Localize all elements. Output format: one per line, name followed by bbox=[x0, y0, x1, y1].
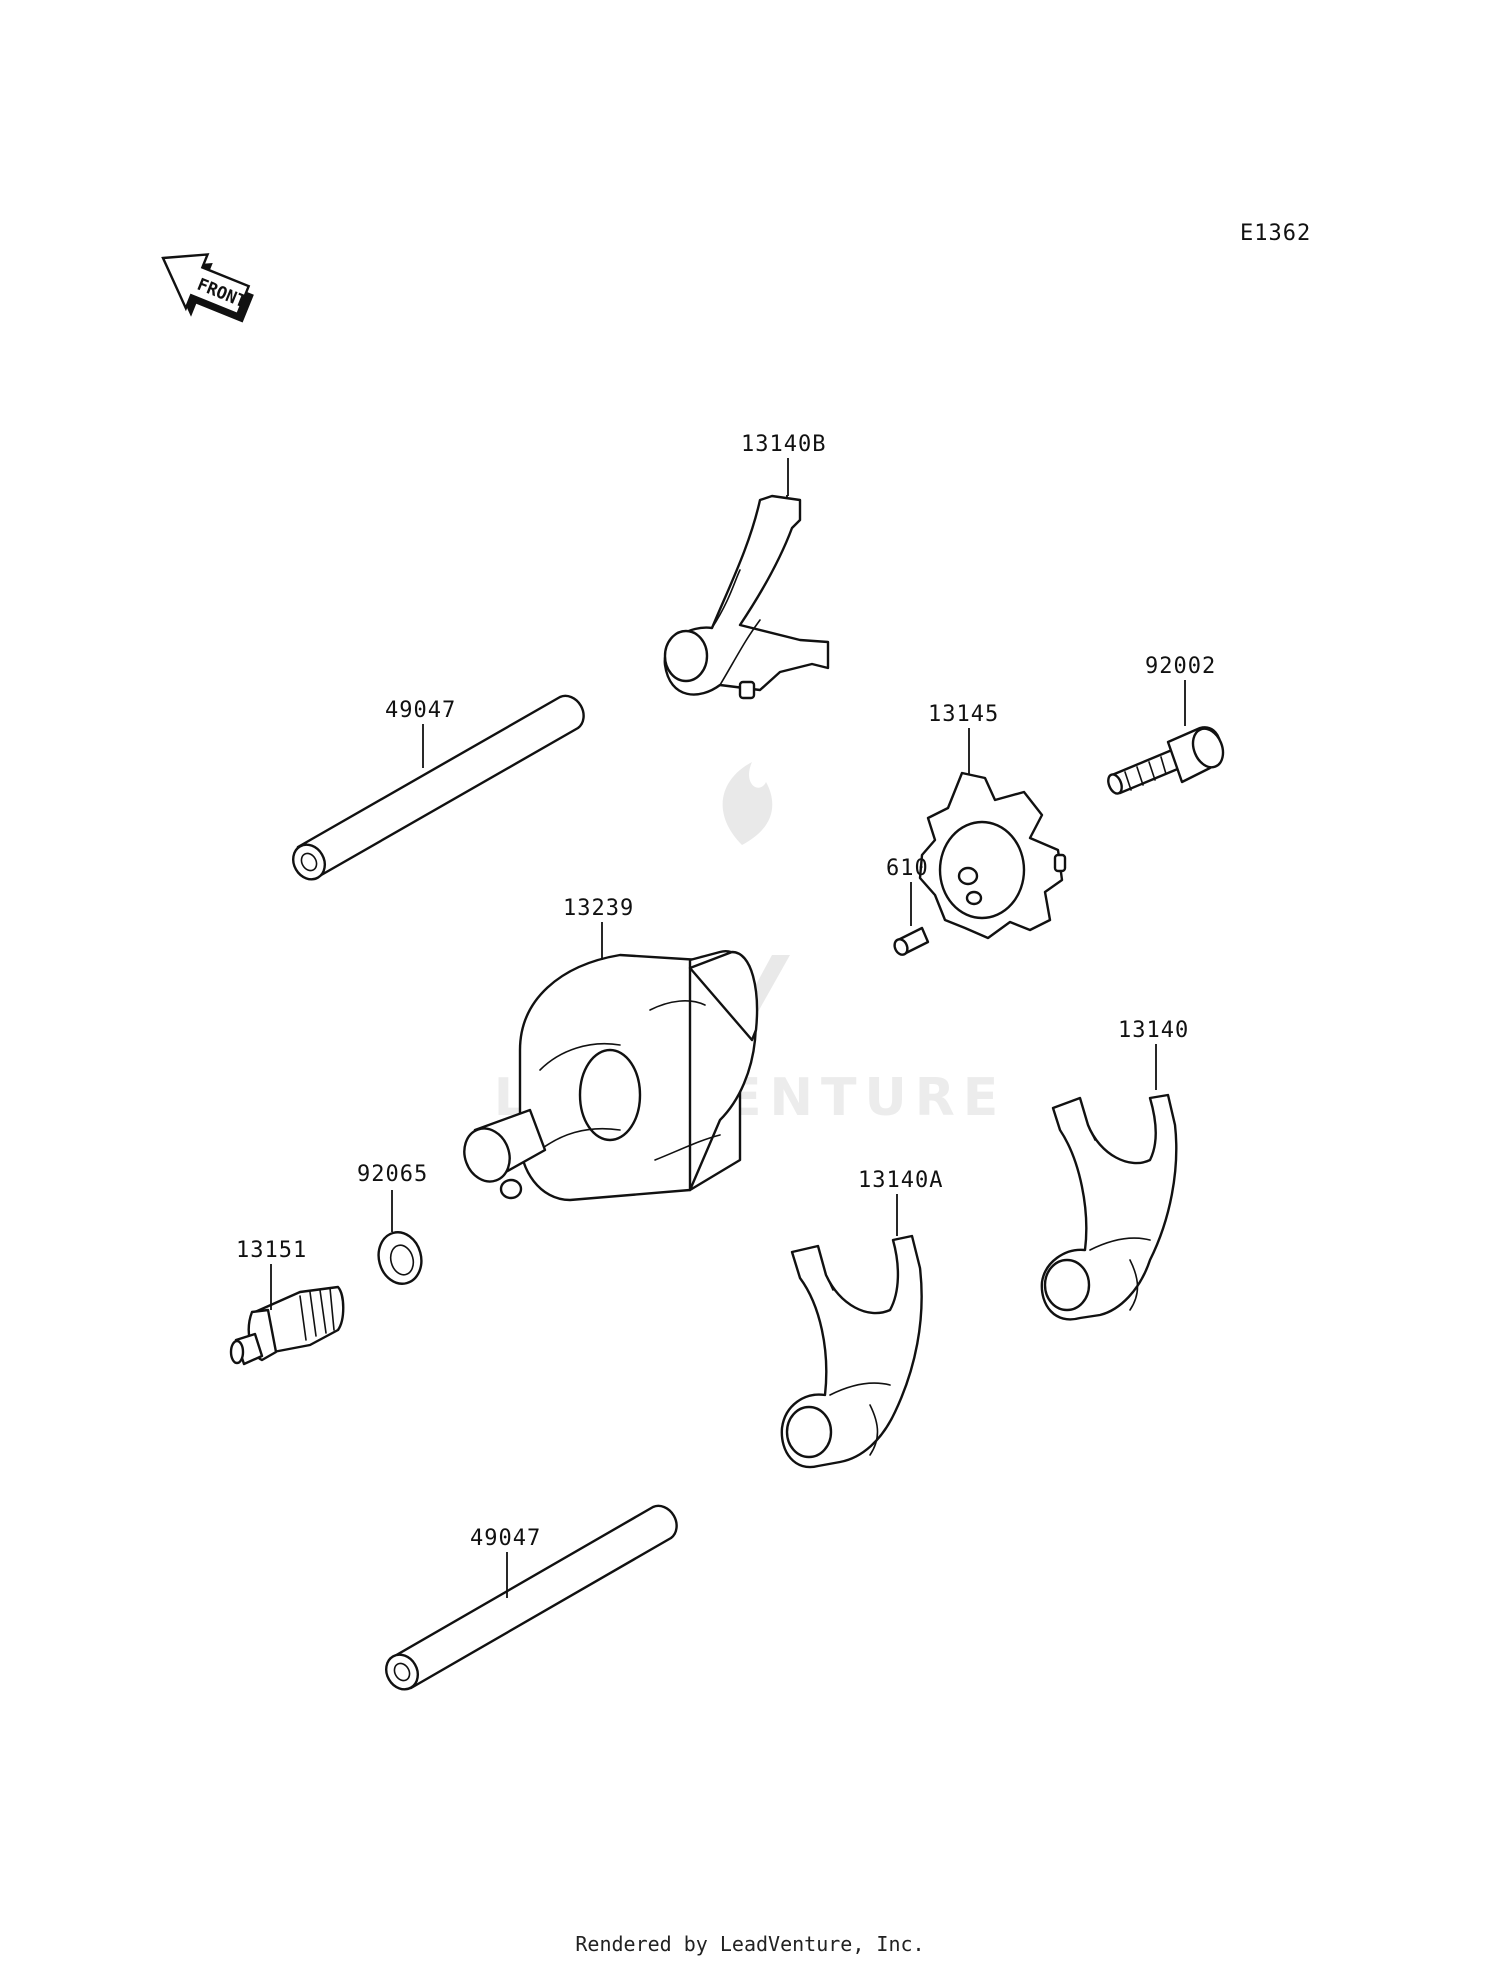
diagram-code: E1362 bbox=[1240, 221, 1311, 246]
pin bbox=[893, 926, 930, 956]
shift-fork bbox=[1040, 1093, 1178, 1321]
front-arrow-icon: FRONT bbox=[161, 253, 254, 323]
shift-fork-b bbox=[663, 494, 830, 700]
callout-13145: 13145 bbox=[928, 702, 999, 727]
flame-logo-icon bbox=[722, 762, 773, 845]
washer bbox=[377, 1231, 423, 1285]
callout-610: 610 bbox=[886, 856, 929, 881]
shift-rod-lower bbox=[384, 1504, 678, 1691]
callout-49047-lower: 49047 bbox=[470, 1526, 541, 1551]
callout-13239: 13239 bbox=[563, 896, 634, 921]
callout-13140A: 13140A bbox=[858, 1168, 943, 1193]
shift-drum bbox=[463, 950, 759, 1202]
bolt bbox=[1107, 726, 1225, 795]
callout-13140B: 13140B bbox=[741, 432, 826, 457]
shift-fork-a bbox=[780, 1234, 923, 1469]
drum-cam bbox=[918, 771, 1067, 940]
footer-credit: Rendered by LeadVenture, Inc. bbox=[575, 1932, 925, 1956]
callout-49047-upper: 49047 bbox=[385, 698, 456, 723]
callout-13140: 13140 bbox=[1118, 1018, 1189, 1043]
callout-92002: 92002 bbox=[1145, 654, 1216, 679]
shift-rod-upper bbox=[291, 694, 585, 881]
neutral-switch bbox=[229, 1285, 345, 1366]
callout-92065: 92065 bbox=[357, 1162, 428, 1187]
callout-13151: 13151 bbox=[236, 1238, 307, 1263]
